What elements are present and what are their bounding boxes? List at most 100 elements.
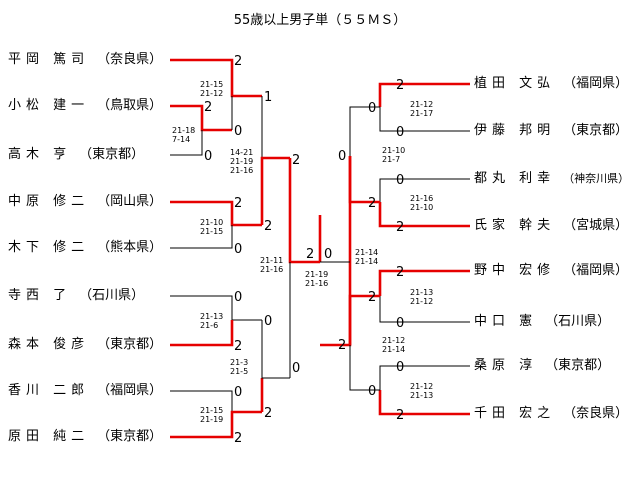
line-l-semi [288, 158, 320, 264]
set-scores: 21-13 21-12 [410, 288, 433, 306]
set-score-line: 21-14 [355, 248, 379, 257]
set-score-line: 21-12 [410, 382, 434, 391]
line-r-p5 [378, 269, 470, 296]
set-score-line: 14-21 [230, 148, 254, 157]
line-l-s2 [260, 156, 290, 225]
player-prefecture: （東京都） [97, 337, 163, 352]
line-l-p6 [170, 295, 262, 321]
set-scores: 21-16 21-10 [410, 194, 433, 212]
set-scores: 21-19 21-16 [305, 270, 328, 288]
player-left-7: 森本 俊彦（東京都） [8, 337, 162, 353]
player-name: 中口 憲 [474, 314, 538, 329]
player-prefecture: （宮城県） [563, 218, 629, 233]
player-prefecture: （福岡県） [563, 76, 629, 91]
set-scores: 21-15 21-19 [200, 406, 223, 424]
score: 0 [292, 361, 301, 376]
set-scores: 21-12 21-14 [382, 336, 405, 354]
line-r-p3 [379, 178, 470, 202]
set-score-line: 21-12 [410, 297, 434, 306]
score: 2 [396, 265, 405, 280]
score: 0 [368, 101, 377, 116]
score: 0 [396, 125, 405, 140]
set-score-line: 21-14 [382, 345, 406, 354]
set-score-line: 21-10 [410, 203, 434, 212]
player-prefecture: （石川県） [545, 314, 611, 329]
score: 0 [368, 384, 377, 399]
set-score-line: 21-19 [200, 415, 224, 424]
set-score-line: 21-12 [200, 89, 224, 98]
line-r-p8 [378, 390, 470, 416]
line-l-p9 [170, 410, 262, 439]
player-prefecture: （東京都） [79, 147, 145, 162]
player-prefecture: （奈良県） [563, 406, 629, 421]
player-name: 高木 亨 [8, 147, 72, 162]
score: 2 [396, 408, 405, 423]
player-name: 原田 純二 [8, 429, 90, 444]
player-left-9: 原田 純二 （東京都） [8, 429, 162, 445]
player-name: 小松 建一 [8, 98, 90, 113]
set-score-line: 21-12 [382, 336, 406, 345]
line-r-s2 [348, 294, 380, 345]
line-r-p6 [379, 296, 470, 323]
line-l-p4 [170, 200, 262, 227]
player-left-5: 木下 修二（熊本県） [8, 240, 162, 256]
set-score-line: 21-19 [305, 270, 329, 279]
player-right-7: 桑原 淳（東京都） [474, 358, 610, 374]
player-right-2: 伊藤 邦明（東京都） [474, 123, 628, 139]
set-score-line: 21-15 [200, 406, 224, 415]
page-title: 55歳以上男子単（５５ＭＳ） [233, 13, 407, 28]
set-score-line: 21-19 [230, 157, 254, 166]
player-prefecture: （岡山県） [97, 194, 163, 209]
line-r-p7 [379, 365, 470, 390]
player-prefecture: （東京都） [97, 429, 163, 444]
set-score-line: 21-18 [172, 126, 196, 135]
score: 2 [234, 431, 243, 446]
set-score-line: 21-6 [200, 321, 219, 330]
score: 0 [234, 124, 243, 139]
score: 2 [264, 219, 273, 234]
player-left-6: 寺西 了（石川県） [8, 288, 144, 304]
set-scores: 21-10 21-15 [200, 218, 223, 236]
line-l-p3 [170, 130, 203, 156]
set-score-line: 7-14 [172, 135, 191, 144]
player-name: 都丸 利幸 [474, 171, 556, 186]
line-l-s3s4 [261, 320, 290, 379]
set-score-line: 21-15 [200, 227, 224, 236]
set-scores: 21-12 21-13 [410, 382, 433, 400]
score: 2 [396, 220, 405, 235]
line-l-p5 [170, 225, 233, 249]
player-prefecture: （福岡県） [563, 263, 629, 278]
score: 0 [396, 360, 405, 375]
line-l-s1 [261, 96, 290, 159]
score: 0 [234, 242, 243, 257]
set-score-line: 21-16 [410, 194, 434, 203]
score: 0 [396, 173, 405, 188]
line-r-p1 [378, 82, 470, 107]
player-left-8: 香川 二郎（福岡県） [8, 383, 162, 399]
score: 0 [396, 316, 405, 331]
line-l-p1 [170, 58, 262, 98]
set-score-line: 21-13 [410, 391, 434, 400]
score: 0 [338, 149, 347, 164]
score: 2 [234, 54, 243, 69]
set-score-line: 21-13 [200, 312, 224, 321]
line-l-p2-red [170, 104, 232, 132]
player-name: 野中 宏修 [474, 263, 556, 278]
set-scores: 21-12 21-17 [410, 100, 433, 118]
score: 2 [234, 339, 243, 354]
set-score-line: 21-10 [200, 218, 224, 227]
player-left-4: 中原 修二（岡山県） [8, 194, 162, 210]
player-name: 伊藤 邦明 [474, 123, 556, 138]
set-scores: 21-13 21-6 [200, 312, 223, 330]
set-scores: 21-15 21-12 [200, 80, 223, 98]
score: 2 [368, 196, 377, 211]
set-scores: 21-14 21-14 [355, 248, 378, 266]
score: 2 [306, 247, 315, 262]
score: 0 [264, 314, 273, 329]
score: 0 [234, 385, 243, 400]
line-r-s2b [349, 345, 380, 391]
score: 2 [204, 100, 213, 115]
score: 2 [396, 78, 405, 93]
set-score-line: 21-14 [355, 257, 379, 266]
